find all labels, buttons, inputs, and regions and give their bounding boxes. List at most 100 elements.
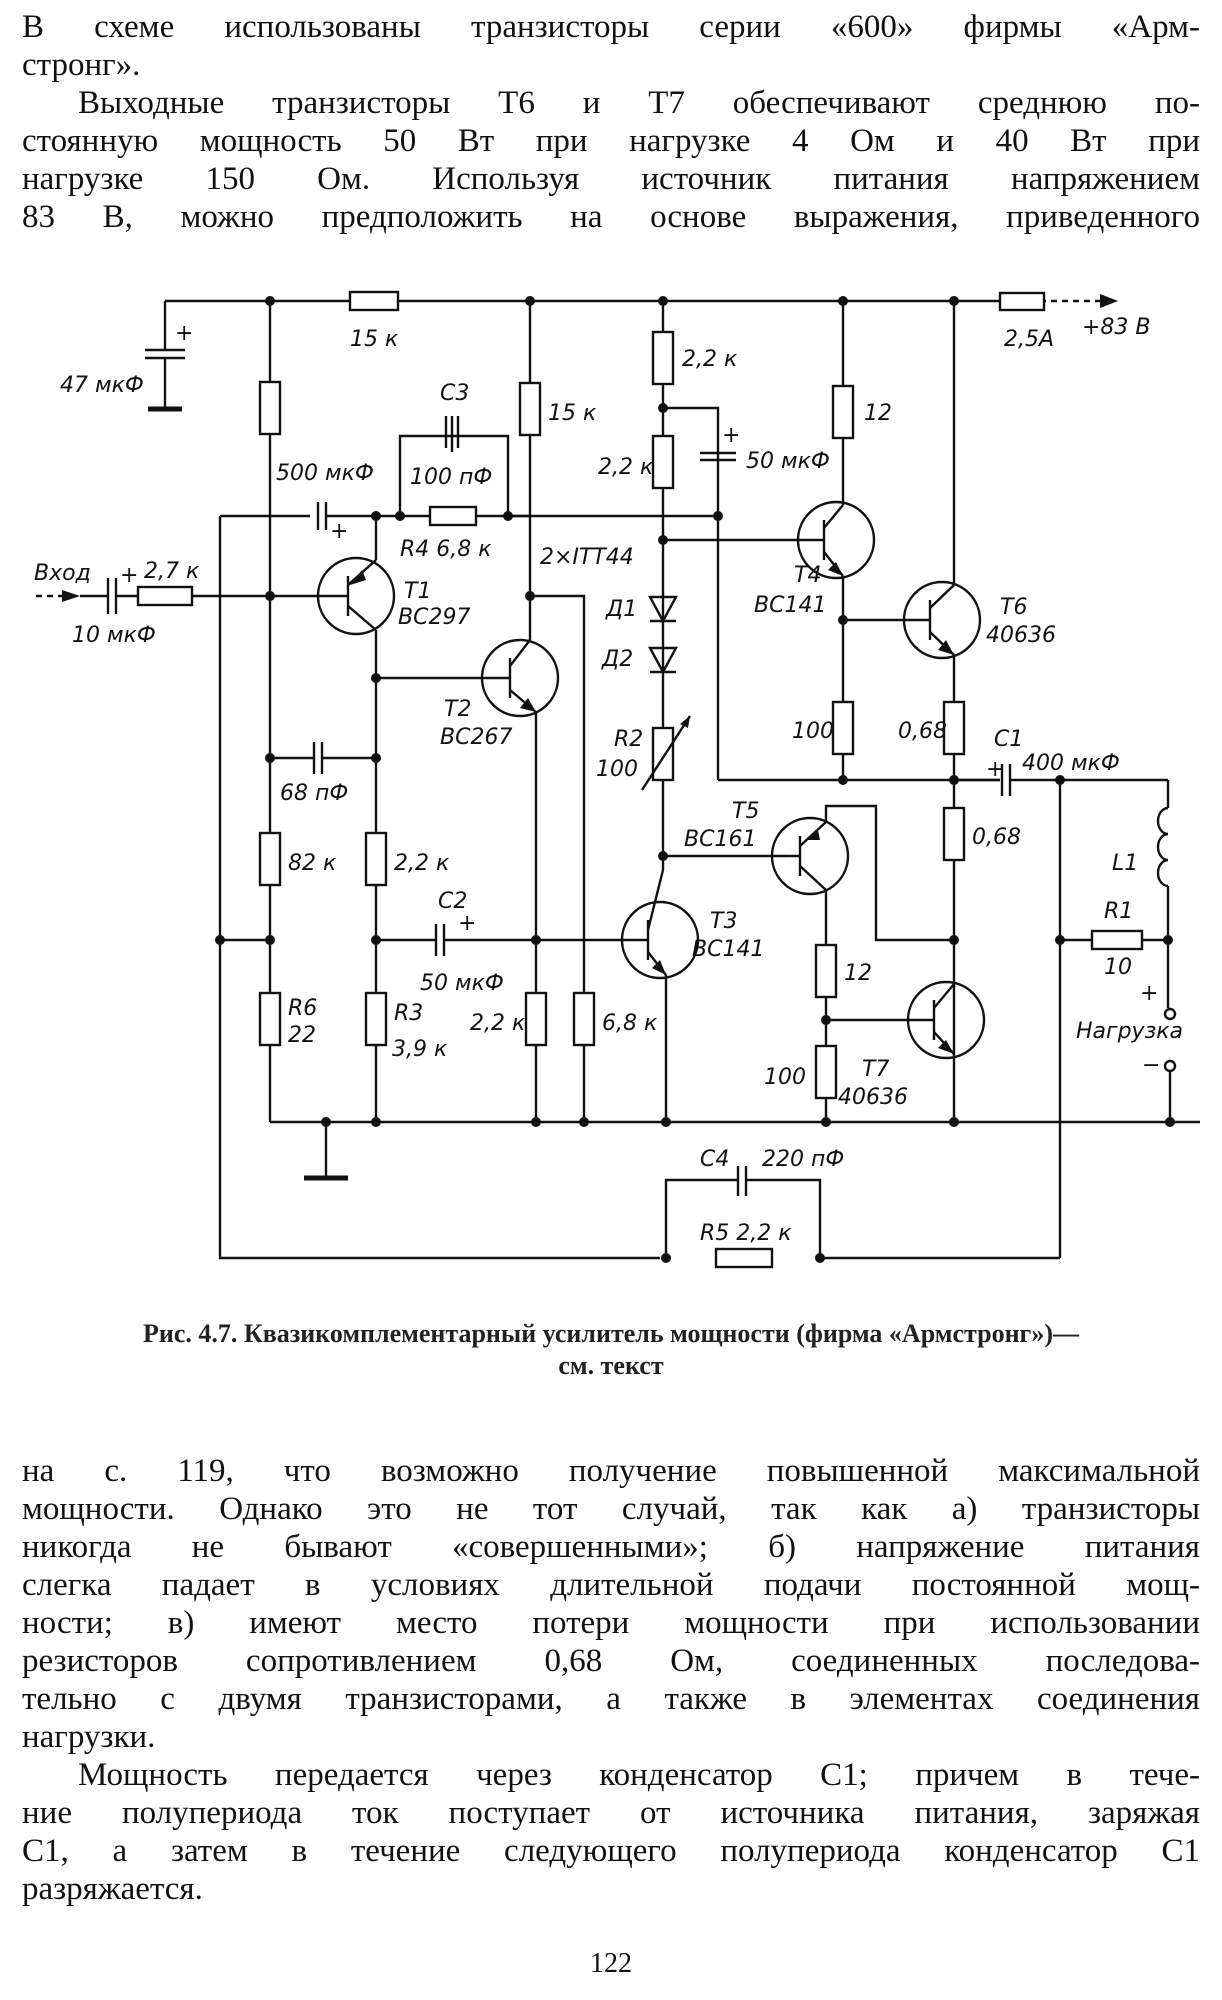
fuse-icon [998,291,1046,312]
text-line: 83 В, можно предположить на основе выраж… [22,199,1200,235]
transistor-t7 [906,980,986,1060]
text-line: слегка падает в условиях длительной пода… [22,1567,1200,1603]
amplifier-schematic: + 47 мкФ 15 к 82 к R6 22 + 500 мкФ C3 10… [34,290,1200,1269]
resistor-100-bot [814,1044,838,1100]
label: + [986,757,1004,782]
text-line: Выходные транзисторы T6 и T7 обеспечиваю… [78,85,1200,121]
label: 50 мкФ [746,449,830,474]
load-terminal-plus [1163,1007,1177,1021]
label: 100 [596,757,638,782]
resistor-r1 [1090,929,1144,951]
label: C1 [994,727,1023,752]
label: Д2 [601,647,633,672]
input-label: Вход [34,561,91,586]
resistor-0-68-top [942,700,966,756]
label: T2 [444,697,471,722]
label: 15 к [350,327,399,352]
text-line: резисторов сопротивлением 0,68 Ом, соеди… [22,1643,1200,1679]
text-line: C1, а затем в течение следующего полупер… [22,1833,1200,1869]
resistor-82k [258,831,282,887]
label: 2,2 к [598,455,654,480]
label: BC141 [692,937,764,962]
label: R3 [394,1001,423,1026]
label: 68 пФ [280,781,348,806]
paragraph-output-transistors: Выходные транзисторы T6 и T7 обеспечиваю… [22,84,1200,236]
label: 40636 [986,623,1056,648]
label: C4 [700,1147,729,1172]
resistor-6-8k [572,991,596,1047]
caption-line: Рис. 4.7. Квазикомплементарный усилитель… [142,1319,1080,1348]
potentiometer-r2 [640,715,692,791]
label: T1 [404,579,431,604]
resistor-2-2k-b [524,991,548,1047]
text-line: никогда не бывают «совершенными»; б) нап… [22,1529,1200,1565]
label: R6 [288,996,317,1021]
label: 100 [764,1065,806,1090]
paragraph-c1: Мощность передается через конденсатор C1… [22,1756,1200,1908]
label: 10 мкФ [72,623,156,648]
label: 0,68 [898,719,947,744]
capacitor-47uf [145,301,185,412]
text-line: на с. 119, что возможно получение повыше… [22,1453,1200,1489]
text-line: В схеме использованы транзисторы серии «… [22,9,1200,45]
label: C3 [440,381,469,406]
label: + [1140,981,1158,1006]
label: 220 пФ [762,1147,844,1172]
load-terminal-minus [1163,1059,1177,1073]
resistor-2-2k-top [651,330,675,386]
label: 2,2 к [394,851,450,876]
label: 3,9 к [392,1037,448,1062]
resistor-bias [258,380,282,436]
load-label: Нагрузка [1076,1019,1183,1044]
transistor-t3 [620,869,700,1122]
resistor-0-68-bot [942,806,966,862]
page-number: 122 [590,1948,632,1979]
label: 12 [844,961,872,986]
label: R4 6,8 к [400,537,492,562]
label: Д1 [605,597,637,622]
label: 2,2 к [470,1011,526,1036]
label: 82 к [288,851,337,876]
label: T3 [710,909,737,934]
label: 10 [1104,955,1132,980]
label: BC267 [440,725,512,750]
label: + [120,563,138,588]
resistor-r6 [258,991,282,1047]
label: − [1142,1053,1160,1078]
label: + [458,911,476,936]
text-line: разряжается. [22,1871,203,1907]
resistor-r4 [428,505,478,527]
label: 0,68 [972,825,1021,850]
label: T5 [732,799,759,824]
label: T6 [1000,595,1027,620]
caption-line: см. текст [558,1351,664,1380]
label: 40636 [838,1085,908,1110]
label: 500 мкФ [276,461,374,486]
label: T7 [862,1057,889,1082]
label: R5 2,2 к [700,1221,792,1246]
label: 12 [864,401,892,426]
label: + [722,423,740,448]
label: 47 мкФ [60,373,144,398]
label: 100 [792,719,834,744]
label: R1 [1104,899,1133,924]
transistor-t2 [480,638,560,1122]
supply-rail [165,294,1118,308]
resistor-15k-top [348,290,400,312]
label: T4 [794,563,821,588]
resistor-12-bot [814,943,838,999]
label: + [175,321,193,346]
text-line: стоянную мощность 50 Вт при нагрузке 4 О… [22,123,1200,159]
label: 50 мкФ [420,971,504,996]
label: +83 В [1082,315,1151,340]
resistor-2-2k-mid [651,434,675,490]
resistor-2-2k [364,831,388,887]
text-line: нагрузке 150 Ом. Используя источник пита… [22,161,1200,197]
label: 22 [288,1023,316,1048]
text-line: ние полупериода ток поступает от источни… [22,1795,1200,1831]
inductor-l1 [1156,780,1170,940]
label: BC141 [754,593,826,618]
label: 400 мкФ [1022,751,1120,776]
resistor-100-top [831,700,855,756]
label: 2,7 к [144,559,200,584]
